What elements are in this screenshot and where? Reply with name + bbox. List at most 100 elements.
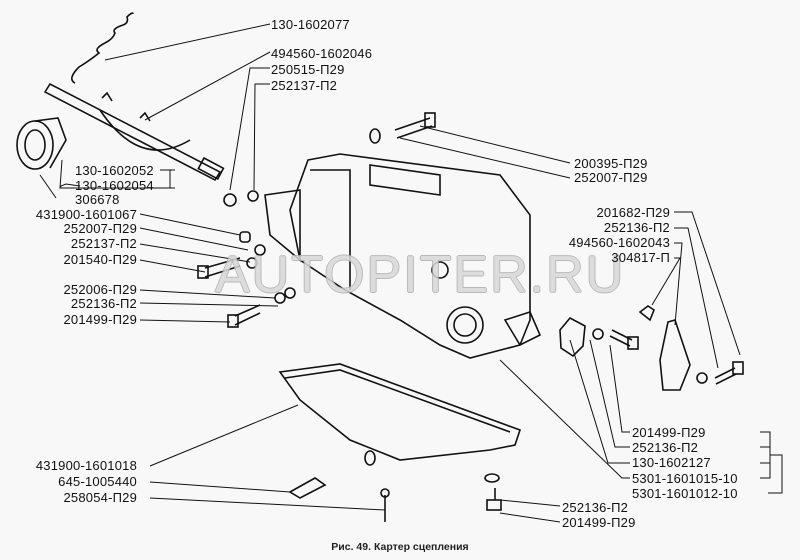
leader-line xyxy=(139,213,241,236)
leader-line xyxy=(399,137,571,179)
part-label: 250515-П29 xyxy=(271,62,345,77)
leader-line xyxy=(674,227,719,369)
leader-130-1602077 xyxy=(104,23,271,61)
washer-part xyxy=(369,128,381,144)
washer-part xyxy=(484,473,500,483)
leader-line xyxy=(139,302,279,307)
part-label: 201499-П29 xyxy=(632,425,706,440)
part-label: 252007-П29 xyxy=(574,170,648,185)
oil-pan xyxy=(278,363,522,461)
bolt-head xyxy=(197,265,209,279)
washer-part xyxy=(254,244,266,256)
leader-line xyxy=(59,183,81,189)
oil-pan-rim xyxy=(284,369,511,433)
release-bearing-inner xyxy=(24,129,46,161)
leader-line xyxy=(139,243,251,263)
figure-caption: Рис. 49. Картер сцепления xyxy=(331,541,469,553)
housing-bore xyxy=(446,306,484,344)
watermark: AUTOPITER.RU xyxy=(215,246,626,304)
leader-line xyxy=(165,169,171,188)
bolt-part xyxy=(234,304,261,326)
leader-lines xyxy=(39,23,783,523)
oil-pan-plug-hole xyxy=(364,450,376,466)
part-label: 252136-П2 xyxy=(603,220,670,235)
housing-bore-inner xyxy=(453,313,477,337)
leader-line xyxy=(139,227,249,251)
part-label: 494560-1602043 xyxy=(568,235,670,250)
fork-prongs xyxy=(99,91,191,151)
bearing-clip xyxy=(34,117,67,169)
part-label: 252137-П2 xyxy=(271,78,338,93)
housing-flange xyxy=(264,189,301,262)
housing-hole xyxy=(431,261,449,279)
part-label: 201499-П29 xyxy=(63,312,137,327)
washer-part xyxy=(284,287,296,299)
part-label: 5301-1601015-10 xyxy=(632,471,738,486)
bracket-part xyxy=(559,316,586,358)
leader-line xyxy=(499,359,630,479)
housing-boss xyxy=(503,311,542,347)
part-label: 431900-1601018 xyxy=(35,458,137,473)
pin-part xyxy=(239,231,251,243)
bolt-head xyxy=(486,499,502,511)
leader-line xyxy=(651,257,681,306)
leader-line xyxy=(569,339,630,464)
part-label: 252136-П2 xyxy=(632,440,699,455)
leader-line xyxy=(149,497,386,511)
part-label: 130-1602127 xyxy=(632,455,711,470)
washer-part xyxy=(696,372,708,384)
leader-line xyxy=(499,499,561,507)
part-label: 494560-1602046 xyxy=(271,46,373,61)
drain-plug xyxy=(288,477,327,499)
shaft-spline xyxy=(197,156,225,181)
part-label: 130-1602077 xyxy=(271,17,350,32)
washer-part xyxy=(247,190,259,202)
leader-line xyxy=(39,174,57,199)
leader-line xyxy=(499,512,561,523)
nut-part xyxy=(223,193,237,207)
leader-line xyxy=(674,242,683,326)
part-label: 645-1005440 xyxy=(58,474,137,489)
housing-detail xyxy=(310,164,441,290)
leader-line xyxy=(139,259,206,273)
leader-line xyxy=(139,289,276,299)
leader-line xyxy=(589,339,630,448)
part-label: 431900-1601067 xyxy=(35,207,137,222)
part-label: 252137-П2 xyxy=(70,236,137,251)
leader-252137-top xyxy=(253,83,270,191)
lever-part xyxy=(659,319,691,391)
leader-line xyxy=(139,319,231,323)
parts xyxy=(16,12,744,522)
fitting-part xyxy=(638,305,655,322)
part-label: 258054-П29 xyxy=(63,490,137,505)
bolt-head xyxy=(627,336,639,350)
bolt-head xyxy=(732,361,744,375)
leader-494560-1602046 xyxy=(144,51,271,121)
bolt-part xyxy=(204,257,241,278)
bolt-head xyxy=(227,314,239,328)
part-label: 200395-П29 xyxy=(574,156,648,171)
part-label: 304817-П xyxy=(611,250,670,265)
washer-part xyxy=(592,328,604,340)
bolt-part xyxy=(714,367,737,385)
leader-250515 xyxy=(229,67,270,191)
group-bracket xyxy=(768,454,783,494)
washer-part xyxy=(246,257,258,269)
part-label: 5301-1601012-10 xyxy=(632,486,738,501)
leader-line xyxy=(419,125,571,164)
bolt-head xyxy=(424,112,436,128)
part-label: 306678 xyxy=(75,192,120,207)
leader-line xyxy=(609,344,630,433)
spring-part xyxy=(71,12,134,84)
part-label: 252006-П29 xyxy=(63,282,137,297)
leader-line xyxy=(149,404,299,467)
leader-line xyxy=(149,481,291,493)
part-label: 201499-П29 xyxy=(562,515,636,530)
washer-part xyxy=(274,292,286,304)
part-label: 130-1602054 xyxy=(75,178,154,193)
part-label: 130-1602052 xyxy=(75,163,154,178)
part-label: 252136-П2 xyxy=(562,500,629,515)
part-label: 252136-П2 xyxy=(70,296,137,311)
part-label: 201540-П29 xyxy=(63,252,137,267)
